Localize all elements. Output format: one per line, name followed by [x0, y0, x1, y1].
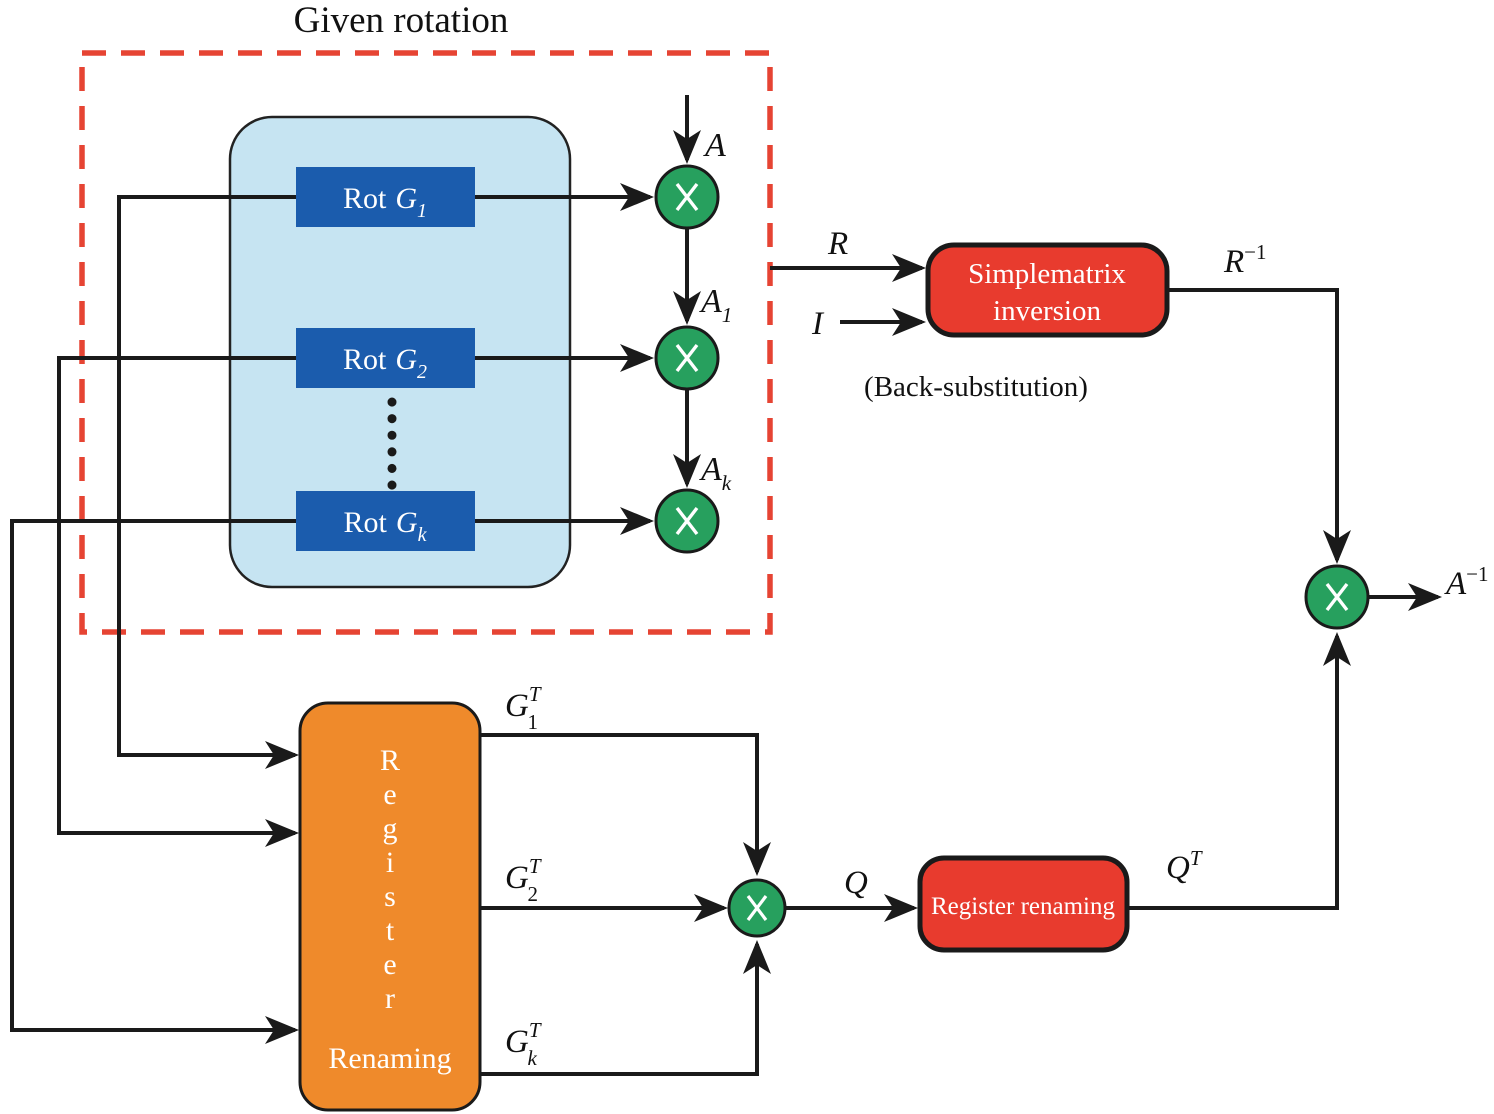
label-r: R	[827, 226, 848, 262]
label-r-inverse: R−1	[1223, 240, 1267, 280]
multiply-node-final	[1304, 564, 1370, 630]
diagram-title: Given rotation	[294, 0, 509, 41]
label-q: Q	[844, 865, 868, 901]
register-renaming-red-box: Register renaming	[917, 855, 1130, 953]
multiply-node-x1	[654, 164, 720, 230]
back-substitution-caption: (Back-substitution)	[864, 371, 1088, 403]
renaming-label: Renaming	[328, 1042, 451, 1075]
givens-rotation-dashed-box	[79, 50, 773, 635]
wire-rotgk-to-register	[10, 519, 299, 1044]
multiply-node-x4	[727, 878, 787, 938]
wire-gkt-to-x4	[480, 940, 771, 1076]
simplematrix-label-line2: inversion	[993, 295, 1101, 327]
label-a: A	[703, 127, 726, 164]
simplematrix-inversion-box: Simplematrix inversion	[925, 242, 1170, 338]
multiply-node-x2	[654, 325, 720, 391]
wire-g1t-to-x4	[480, 733, 771, 876]
label-a-inverse: A−1	[1444, 562, 1489, 602]
wire-rotg1-to-register	[117, 195, 299, 769]
wire-qt-to-final-x	[1127, 632, 1351, 910]
label-q-transpose: QT	[1166, 846, 1203, 886]
wire-rinv-to-final-x	[1167, 288, 1351, 564]
register-renaming-label: Register renaming	[931, 893, 1115, 920]
simplematrix-label-line1: Simplematrix	[968, 258, 1126, 290]
wire-rotg2-to-register	[57, 356, 299, 847]
label-i: I	[811, 306, 825, 342]
multiply-node-x3	[654, 488, 720, 554]
label-ak: Ak	[699, 451, 732, 495]
label-a1: A1	[699, 283, 732, 327]
